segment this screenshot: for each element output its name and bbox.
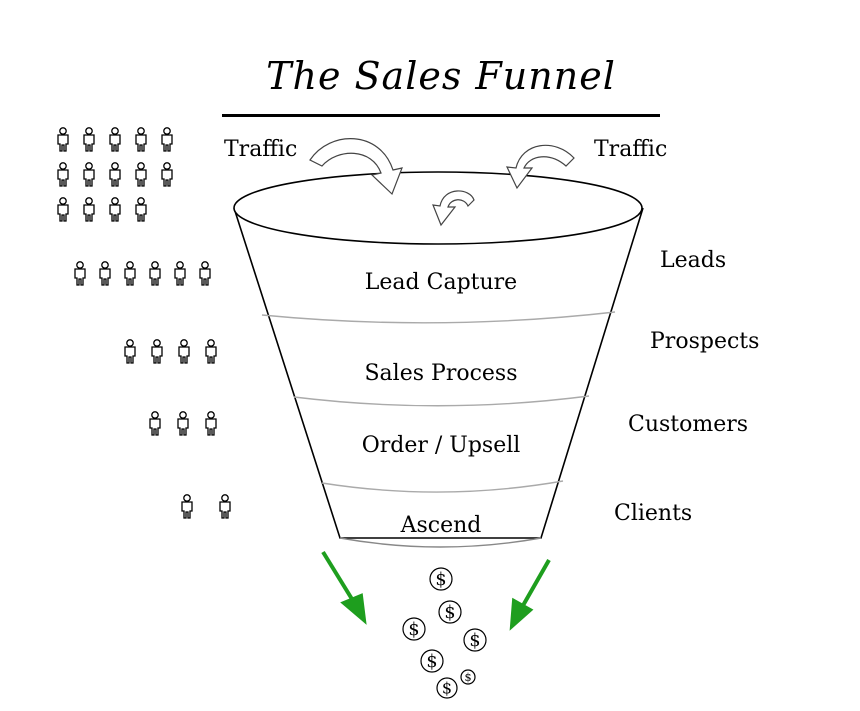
person-icon [109, 162, 121, 187]
funnel-band-divider [293, 395, 590, 407]
arrow-icon [509, 597, 534, 631]
person-icon [57, 127, 69, 152]
person-icon [149, 411, 161, 436]
green-arrow-left [321, 550, 357, 606]
person-icon [83, 197, 95, 222]
person-icon [57, 197, 69, 222]
svg-text:$: $ [469, 631, 480, 651]
person-icon [135, 127, 147, 152]
traffic-label-right: Traffic [594, 137, 668, 162]
funnel-bands [261, 311, 616, 493]
svg-text:$: $ [426, 652, 437, 672]
traffic-label-left: Traffic [224, 137, 298, 162]
person-icon [161, 127, 173, 152]
person-icon [135, 197, 147, 222]
dollar-coin-icon: $ [438, 600, 462, 624]
person-icon [178, 339, 190, 364]
person-icon [219, 494, 231, 519]
stage-lead-capture: Lead Capture [364, 270, 518, 295]
funnel-body [233, 207, 644, 539]
dollar-coin-icon: $ [429, 567, 453, 591]
dollar-coin-icon: $ [402, 617, 426, 641]
page-title: The Sales Funnel [266, 54, 616, 98]
curved-arrow-icon [309, 138, 403, 196]
arrow-icon [340, 593, 367, 625]
svg-text:$: $ [435, 570, 446, 590]
person-icon [205, 339, 217, 364]
person-icon [124, 261, 136, 286]
side-label-clients: Clients [614, 501, 693, 526]
svg-text:$: $ [444, 603, 455, 623]
dollar-coin-icon: $ [436, 677, 458, 699]
person-icon [199, 261, 211, 286]
person-icon [149, 261, 161, 286]
funnel-band-divider [261, 311, 616, 324]
svg-text:$: $ [464, 671, 471, 684]
green-arrow-right [519, 559, 551, 610]
person-icon [177, 411, 189, 436]
title-underline [222, 114, 660, 117]
stage-ascend: Ascend [400, 513, 482, 538]
person-icon [109, 127, 121, 152]
stage-sales-process: Sales Process [364, 361, 518, 386]
dollar-coin-icon: $ [463, 628, 487, 652]
person-icon [99, 261, 111, 286]
person-icon [151, 339, 163, 364]
person-icon [161, 162, 173, 187]
person-icon [57, 162, 69, 187]
stage-order-upsell: Order / Upsell [361, 433, 521, 458]
svg-text:$: $ [442, 679, 452, 698]
curved-arrow-icon [432, 190, 475, 227]
svg-text:$: $ [408, 620, 419, 640]
person-icon [174, 261, 186, 286]
side-label-leads: Leads [660, 248, 727, 273]
person-icon [205, 411, 217, 436]
dollar-coin-icon: $ [420, 649, 444, 673]
person-icon [83, 162, 95, 187]
side-label-customers: Customers [628, 412, 749, 437]
curved-arrow-icon [505, 144, 575, 190]
side-label-prospects: Prospects [650, 329, 760, 354]
dollar-coin-icon: $ [460, 669, 476, 685]
person-icon [135, 162, 147, 187]
person-icon [124, 339, 136, 364]
funnel-bottom-edge [339, 537, 542, 548]
dollar-coins: $ $ $ $ $ $ $ [402, 567, 487, 699]
people-groups [57, 127, 231, 519]
person-icon [181, 494, 193, 519]
person-icon [74, 261, 86, 286]
person-icon [109, 197, 121, 222]
funnel-band-divider [321, 480, 564, 493]
person-icon [83, 127, 95, 152]
